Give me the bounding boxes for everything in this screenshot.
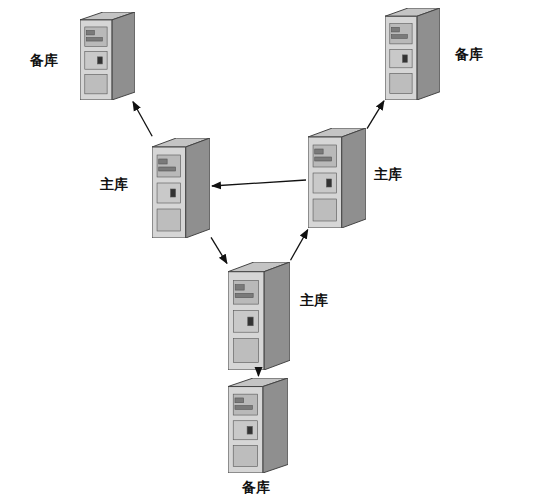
replication-arrow bbox=[367, 101, 384, 129]
server-node: 主库 bbox=[308, 128, 366, 228]
server-panel bbox=[313, 199, 337, 221]
server-icon bbox=[80, 12, 135, 100]
server-node: 备库 bbox=[80, 12, 135, 100]
server-slot bbox=[86, 38, 102, 42]
server-panel bbox=[390, 49, 412, 67]
server-side bbox=[112, 12, 135, 100]
server-button bbox=[247, 426, 252, 434]
server-slot bbox=[235, 285, 244, 290]
server-panel bbox=[233, 421, 257, 440]
server-label: 备库 bbox=[455, 46, 483, 62]
server-panel bbox=[313, 145, 337, 167]
server-icon bbox=[228, 262, 290, 370]
replication-arrow bbox=[212, 180, 306, 186]
server-slot bbox=[235, 293, 253, 297]
server-panel bbox=[390, 73, 412, 93]
server-front bbox=[152, 147, 186, 238]
server-button bbox=[248, 317, 253, 326]
server-icon bbox=[228, 378, 288, 473]
server-slot bbox=[235, 406, 252, 410]
server-panel bbox=[157, 209, 181, 231]
server-button bbox=[98, 57, 103, 64]
server-panel bbox=[85, 27, 107, 46]
server-panel bbox=[233, 394, 257, 415]
server-slot bbox=[159, 159, 167, 164]
server-label: 备库 bbox=[30, 52, 58, 68]
server-label: 主库 bbox=[100, 176, 128, 192]
server-panel bbox=[85, 52, 107, 70]
server-slot bbox=[315, 157, 332, 161]
replication-arrow bbox=[291, 230, 308, 261]
server-slot bbox=[159, 167, 176, 171]
server-panel bbox=[157, 155, 181, 177]
server-node: 备库 bbox=[385, 8, 440, 100]
server-side bbox=[186, 138, 210, 238]
server-front bbox=[308, 137, 342, 228]
server-panel bbox=[233, 445, 257, 466]
server-node: 备库 bbox=[228, 378, 288, 473]
server-side bbox=[263, 378, 288, 473]
server-panel bbox=[390, 24, 412, 44]
server-side bbox=[342, 128, 366, 228]
server-panel bbox=[313, 173, 337, 193]
server-button bbox=[403, 55, 408, 62]
server-label: 主库 bbox=[374, 166, 402, 182]
server-slot bbox=[235, 398, 244, 403]
server-icon bbox=[152, 138, 210, 238]
server-panel bbox=[85, 74, 107, 93]
server-icon bbox=[385, 8, 440, 100]
server-icon bbox=[308, 128, 366, 228]
server-label: 备库 bbox=[242, 479, 270, 495]
server-button bbox=[171, 189, 176, 197]
server-front bbox=[228, 272, 264, 370]
server-panel bbox=[233, 280, 258, 304]
replication-arrow bbox=[211, 237, 227, 263]
server-label: 主库 bbox=[300, 292, 328, 308]
server-slot bbox=[391, 27, 399, 32]
server-slot bbox=[315, 149, 323, 154]
replication-arrow bbox=[133, 102, 152, 137]
server-node: 主库 bbox=[152, 138, 210, 238]
server-panel bbox=[157, 183, 181, 203]
server-front bbox=[80, 20, 112, 100]
server-node: 主库 bbox=[228, 262, 290, 370]
server-side bbox=[417, 8, 440, 100]
server-button bbox=[327, 179, 332, 187]
server-slot bbox=[86, 30, 94, 34]
server-side bbox=[264, 262, 290, 370]
server-panel bbox=[233, 311, 258, 333]
replication-arrow bbox=[258, 372, 259, 376]
server-front bbox=[228, 387, 263, 473]
server-panel bbox=[233, 339, 258, 363]
server-front bbox=[385, 16, 417, 100]
server-slot bbox=[391, 35, 407, 39]
